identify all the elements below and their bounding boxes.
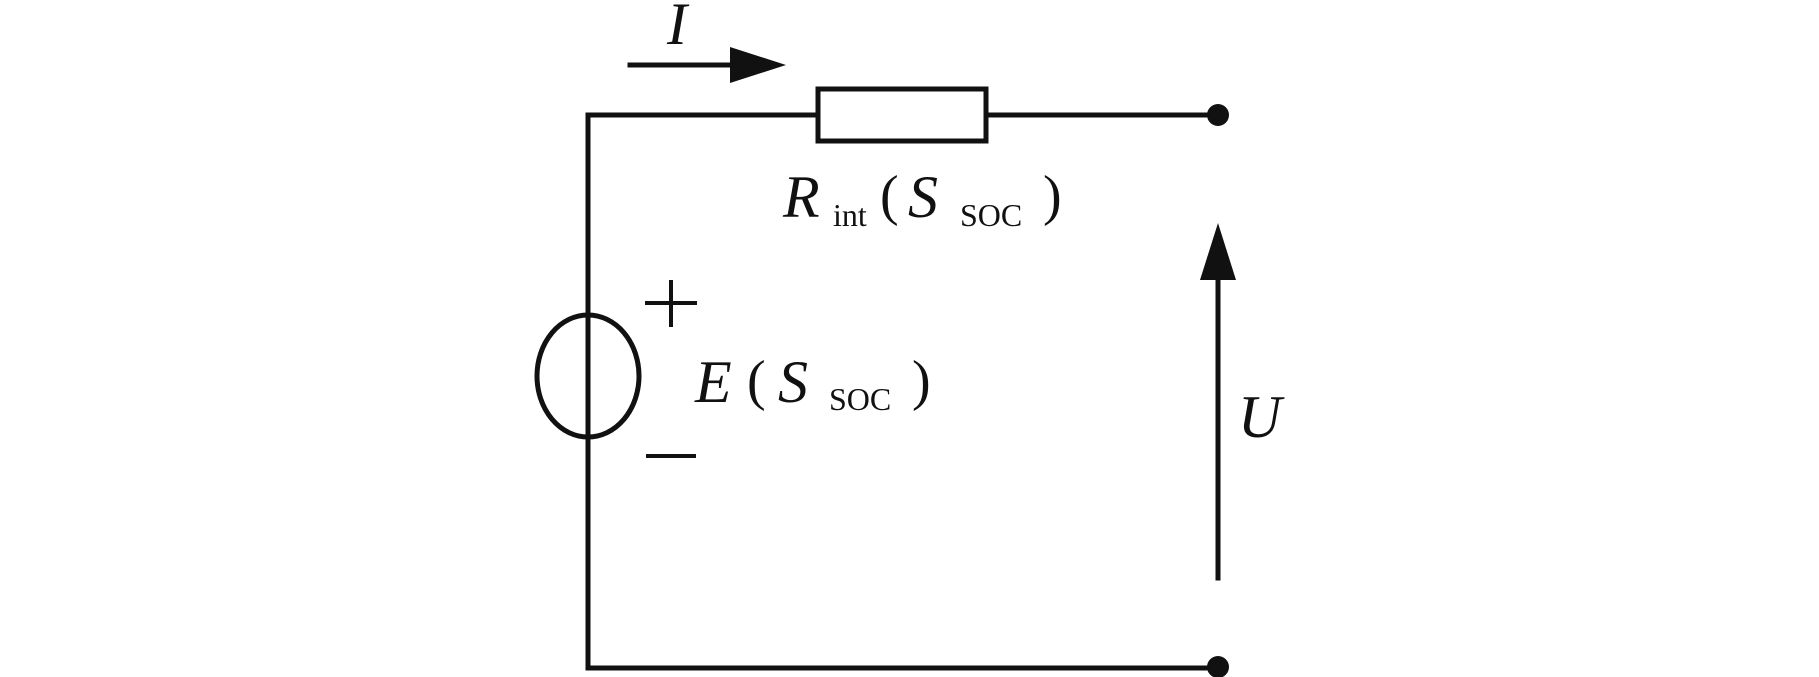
resistor-label-symbol: R — [782, 164, 820, 230]
resistor-label-subscript: int — [833, 197, 867, 233]
plus-sign — [645, 280, 697, 327]
current-arrow — [627, 47, 786, 83]
source-label-arg: S — [778, 349, 808, 415]
resistor-label-arg: S — [908, 164, 938, 230]
top-terminal — [1207, 104, 1229, 126]
resistor — [815, 86, 989, 144]
voltage-arrow — [1200, 223, 1236, 581]
source-label-paren-open: ( — [747, 350, 766, 412]
resistor-label-arg-subscript: SOC — [960, 197, 1022, 233]
bottom-terminal — [1207, 656, 1229, 677]
source-label-paren-close: ) — [912, 350, 931, 412]
source-label-symbol: E — [694, 349, 732, 415]
resistor-label-paren-open: ( — [880, 165, 899, 227]
voltage-source — [534, 312, 642, 440]
source-label-arg-subscript: SOC — [829, 381, 891, 417]
current-label: I — [666, 0, 690, 57]
voltage-label: U — [1238, 384, 1285, 450]
resistor-label-paren-close: ) — [1043, 165, 1062, 227]
